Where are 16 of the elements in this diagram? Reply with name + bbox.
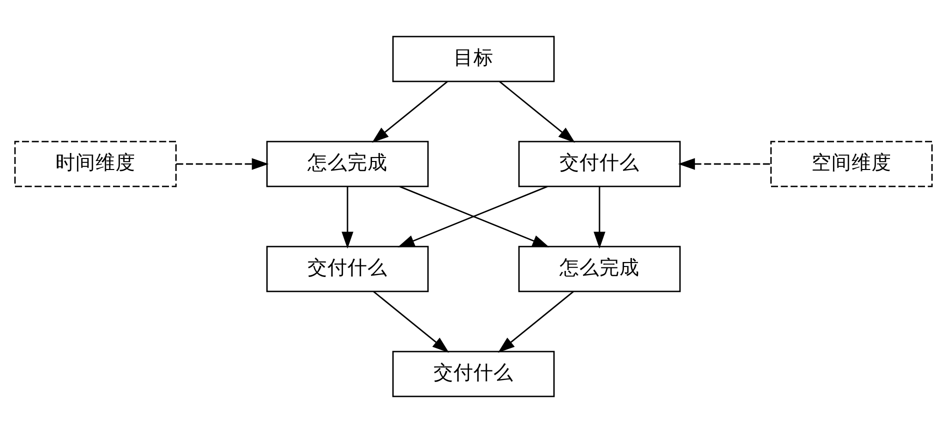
arrow xyxy=(678,158,770,170)
node-box: 交付什么 xyxy=(518,140,680,187)
node-box: 怎么完成 xyxy=(266,140,428,187)
arrow xyxy=(371,80,448,142)
arrow xyxy=(176,158,268,170)
arrow xyxy=(341,186,353,248)
arrow xyxy=(372,290,449,352)
arrow xyxy=(593,186,605,248)
arrow xyxy=(497,290,574,352)
node-box: 时间维度 xyxy=(14,140,176,187)
node-box: 交付什么 xyxy=(392,350,554,397)
node-box: 交付什么 xyxy=(266,245,428,292)
node-box: 空间维度 xyxy=(770,140,932,187)
node-box: 怎么完成 xyxy=(518,245,680,292)
arrow xyxy=(498,80,575,142)
node-box: 目标 xyxy=(392,35,554,82)
